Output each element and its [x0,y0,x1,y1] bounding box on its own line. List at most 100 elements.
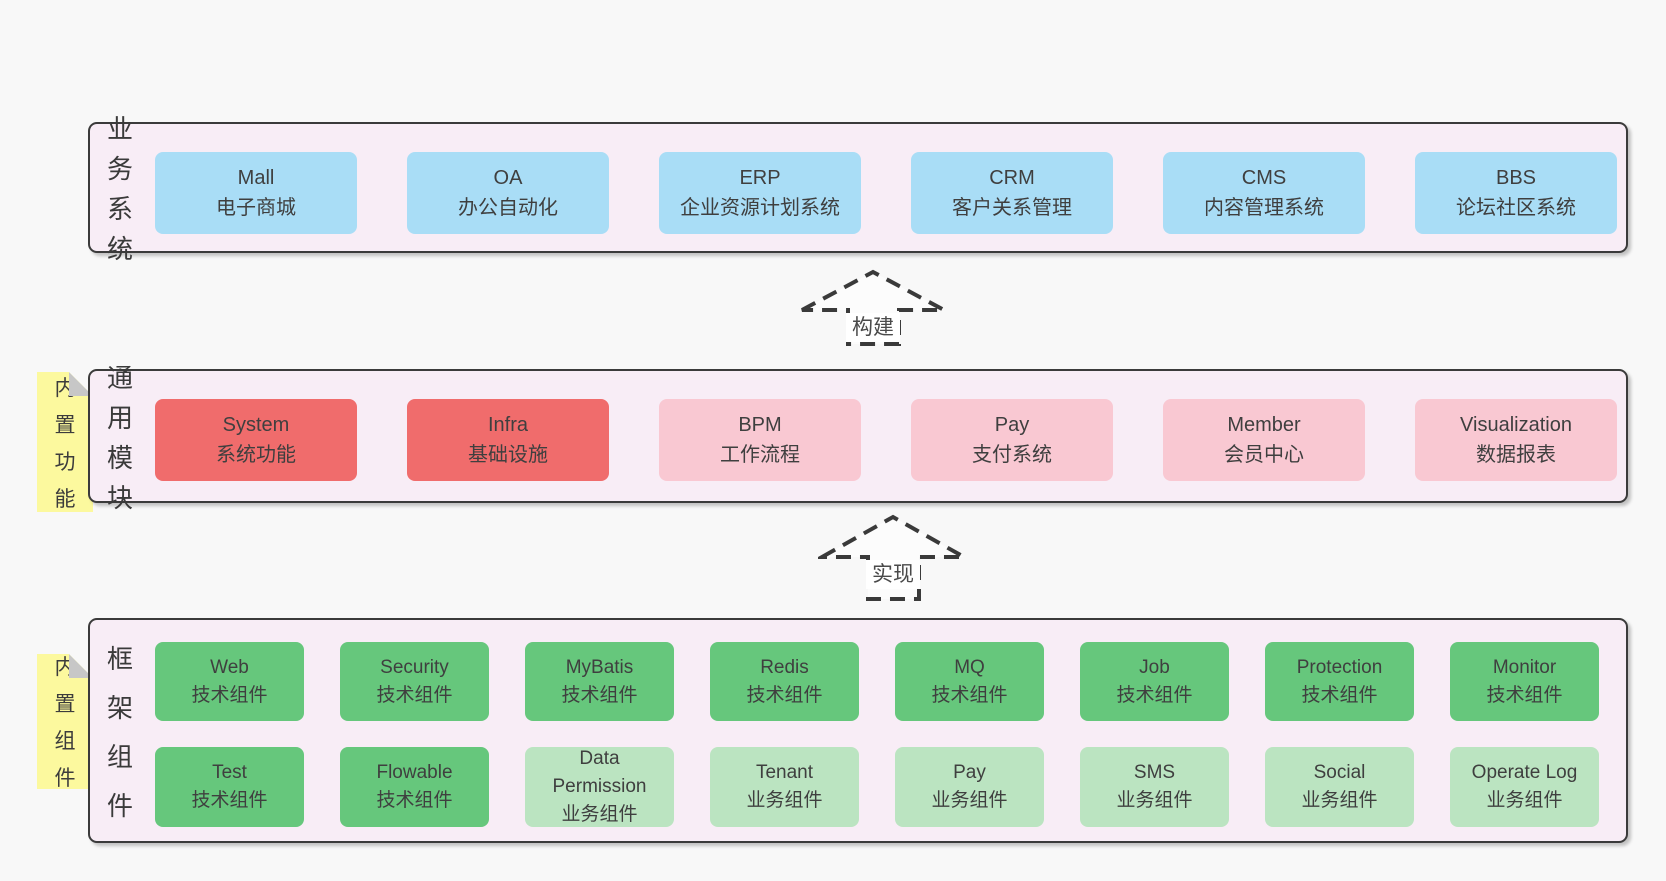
box-title: Infra [487,414,529,436]
box-subtitle: 业务组件 [1116,790,1193,811]
box-redis: Redis 技术组件 [710,642,859,721]
box-operate-log: Operate Log 业务组件 [1450,747,1599,827]
arrow-label-build: 构建 [852,316,894,339]
box-bpm: BPM 工作流程 [659,399,861,481]
components-bottom-row: Test 技术组件 Flowable 技术组件 Data Permission 业务组件 T… [155,747,1599,827]
box-title: Social [1313,762,1366,783]
box-title: BPM [738,414,782,436]
box-subtitle: 基础设施 [468,444,548,466]
box-subtitle: 技术组件 [191,684,268,706]
label-char: 能 [54,487,76,511]
arrow-label-implement: 实现 [872,563,914,586]
box-title: OA [493,167,523,189]
box-visualization: Visualization 数据报表 [1415,399,1617,481]
box-test: Test 技术组件 [155,747,304,827]
box-title: BBS [1495,167,1537,189]
box-title: Operate Log [1471,762,1578,783]
box-title: Job [1139,656,1170,678]
box-subtitle: 技术组件 [376,684,453,706]
box-subtitle: 业务组件 [561,804,638,825]
box-subtitle: 业务组件 [1486,790,1563,811]
box-data-permission: Data Permission 业务组件 [525,747,674,827]
label-char: 通 [106,362,133,393]
arrow-label-background [866,560,920,589]
box-monitor: Monitor 技术组件 [1450,642,1599,721]
box-title: MyBatis [565,656,634,678]
box-mybatis: MyBatis 技术组件 [525,642,674,721]
box-title: Test [212,762,247,783]
box-subtitle: 会员中心 [1224,444,1304,466]
box-infra: Infra 基础设施 [407,399,609,481]
arrow-label-background [846,313,900,342]
box-title: Web [210,656,249,678]
box-title: Protection [1296,656,1383,678]
label-char: 系 [106,194,133,224]
box-title: Data Permission [552,748,647,797]
box-subtitle: 技术组件 [1486,684,1563,706]
box-subtitle: 技术组件 [191,790,268,811]
box-job: Job 技术组件 [1080,642,1229,721]
implement-arrow-icon: 实现 [818,514,968,601]
box-subtitle: 技术组件 [931,684,1008,706]
box-sms: SMS 业务组件 [1080,747,1229,827]
box-subtitle: 业务组件 [1301,790,1378,811]
band-label-framework-components: 框架组件 [103,620,137,841]
label-char: 功 [54,450,76,474]
box-mall: Mall 电子商城 [155,152,357,234]
box-title: ERP [739,167,781,189]
label-char: 业 [106,114,133,144]
box-title: SMS [1133,762,1176,783]
box-subtitle: 客户关系管理 [952,197,1072,219]
box-subtitle: 技术组件 [746,684,823,706]
box-subtitle: 技术组件 [561,684,638,706]
box-subtitle: 业务组件 [931,790,1008,811]
box-title: Monitor [1492,656,1557,678]
label-char: 组 [54,730,76,753]
build-arrow-icon: 构建 [801,269,945,346]
label-char: 务 [106,154,133,184]
label-char: 框 [106,643,133,674]
box-subtitle: 数据报表 [1476,444,1556,466]
label-char: 模 [106,442,133,473]
box-title: CRM [989,167,1035,189]
box-subtitle: 技术组件 [1116,684,1193,706]
label-char: 用 [106,402,133,433]
box-title: Tenant [755,762,814,783]
box-title: MQ [954,656,985,678]
box-title: Mall [237,167,275,189]
box-crm: CRM 客户关系管理 [911,152,1113,234]
box-subtitle: 电子商城 [216,197,296,219]
label-char: 组 [106,741,133,772]
label-char: 架 [106,692,133,723]
sticky-note-built-in-components: 内置组件 [37,654,93,789]
label-char: 置 [54,693,76,716]
box-title: Flowable [376,762,453,783]
box-title: Visualization [1460,414,1572,436]
box-mq: MQ 技术组件 [895,642,1044,721]
label-char: 件 [54,767,76,790]
box-subtitle: 工作流程 [720,444,800,466]
box-title: Redis [760,656,809,678]
band-label-common-modules: 通用模块 [103,363,137,513]
box-title: Pay [994,414,1030,436]
box-web: Web 技术组件 [155,642,304,721]
box-title: CMS [1241,167,1287,189]
label-char: 统 [106,234,133,264]
